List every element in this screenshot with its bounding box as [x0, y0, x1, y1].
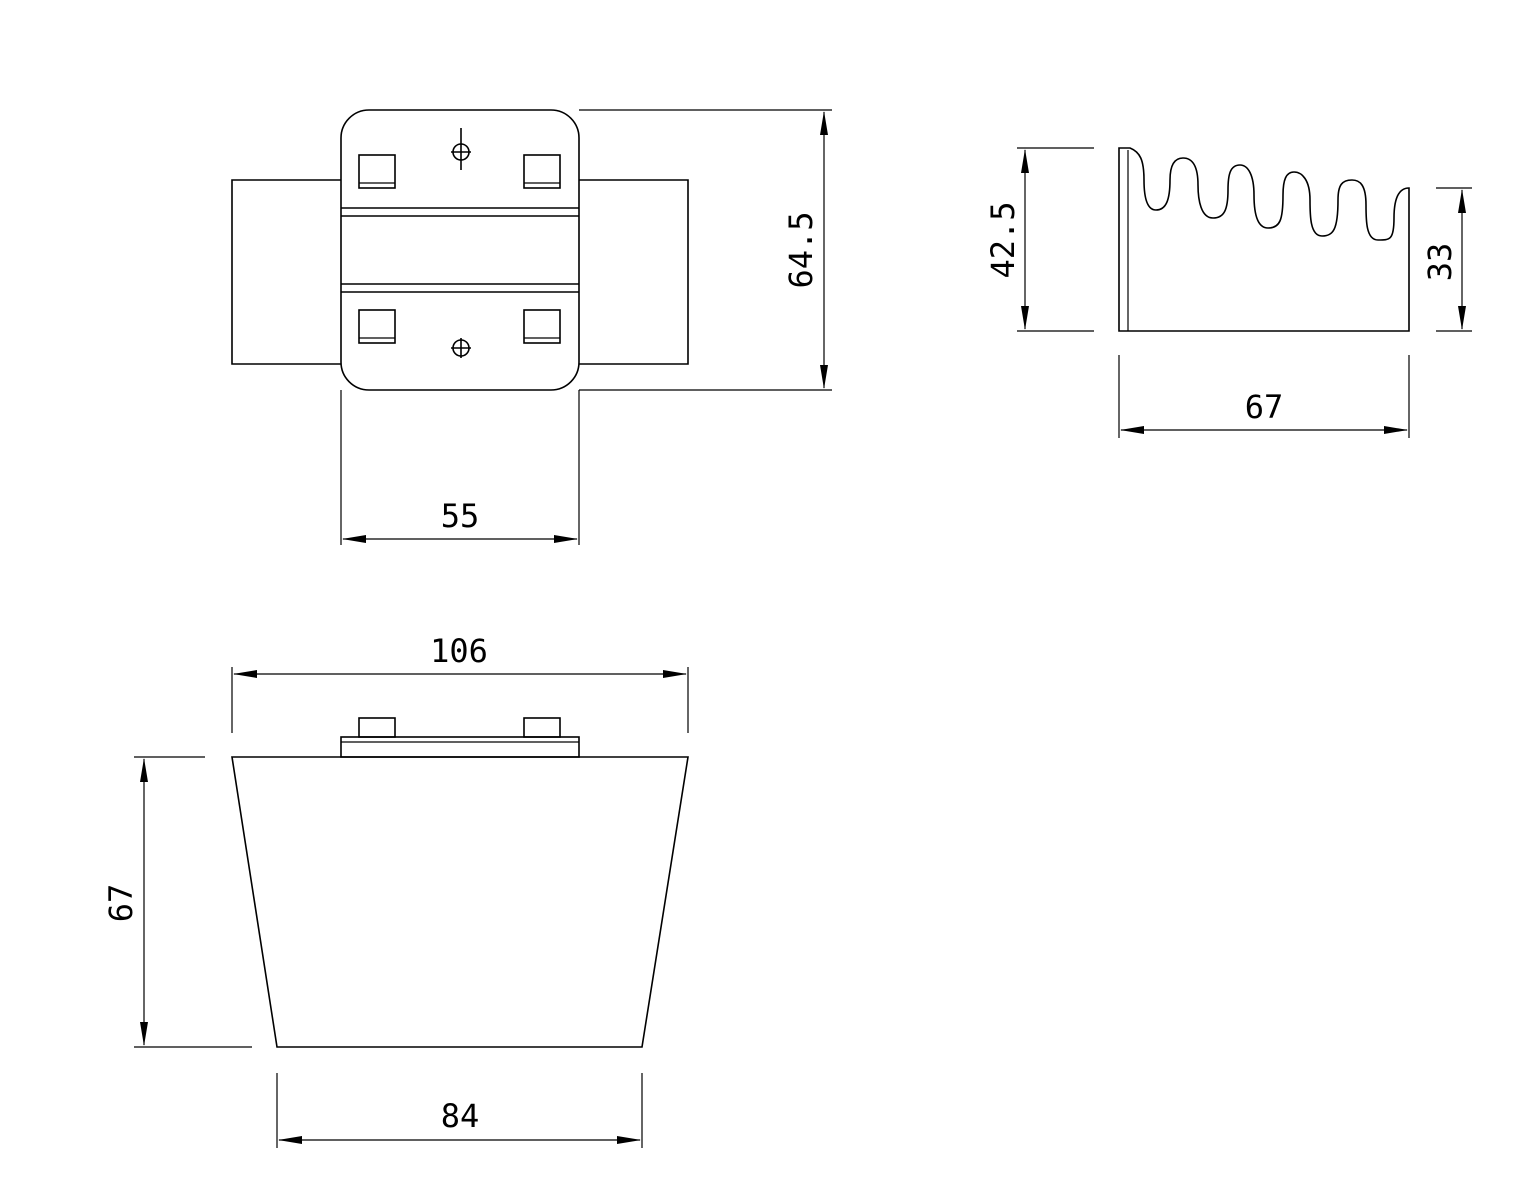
dim-front-view-top-width: 106 [231, 632, 689, 733]
top-view-grooves [341, 207, 579, 293]
top-view-tabs [358, 154, 561, 344]
top-view-hole-upper [451, 128, 471, 170]
dim-label-55: 55 [441, 497, 480, 535]
front-view: 106 67 84 [102, 632, 689, 1148]
dim-top-view-height: 64.5 [578, 109, 832, 545]
front-view-body [231, 756, 689, 1048]
dim-side-view-height: 42.5 [984, 147, 1094, 332]
dim-front-view-bottom-width: 84 [276, 1073, 643, 1148]
dim-label-84: 84 [441, 1097, 480, 1135]
front-view-plate [340, 736, 580, 758]
top-view-hole-lower [451, 338, 471, 358]
dim-side-view-width: 67 [1118, 355, 1410, 438]
dim-label-106: 106 [430, 632, 488, 670]
dim-label-33: 33 [1421, 243, 1459, 282]
front-view-tab-left [358, 717, 396, 738]
side-view: 42.5 33 67 [984, 147, 1472, 438]
dim-label-64-5: 64.5 [782, 211, 820, 288]
dim-label-67-side: 67 [1245, 388, 1284, 426]
dim-top-view-width: 55 [340, 390, 578, 545]
top-view-body-left [231, 179, 341, 365]
top-view: 64.5 55 [231, 109, 832, 545]
side-view-profile [1118, 147, 1410, 332]
front-view-tab-right [523, 717, 561, 738]
dim-front-view-height: 67 [102, 756, 252, 1048]
dim-label-67-front: 67 [102, 884, 140, 923]
dim-side-view-wave-height: 33 [1421, 187, 1472, 332]
dim-label-42-5: 42.5 [984, 201, 1022, 278]
top-view-body-right [579, 179, 689, 365]
top-view-plate [340, 109, 580, 391]
